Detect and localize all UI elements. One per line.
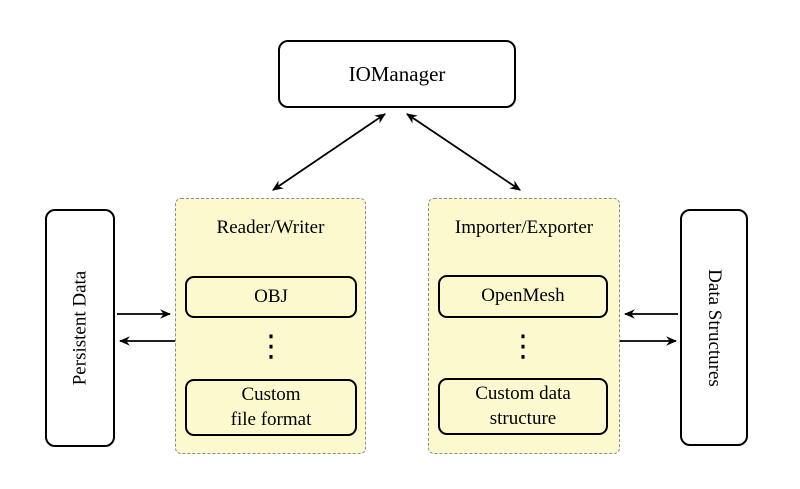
reader-writer-title: Reader/Writer (216, 217, 325, 238)
iomanager-node: IOManager (278, 40, 516, 108)
data-structures-node: Data Structures (680, 209, 748, 446)
custom-file-format-node: Custom file format (185, 379, 357, 436)
persistent-data-label: Persistent Data (69, 270, 91, 386)
importer-exporter-title: Importer/Exporter (454, 217, 594, 238)
persistent-data-node: Persistent Data (45, 209, 115, 447)
openmesh-node: OpenMesh (438, 275, 608, 318)
custom-file-format-label: Custom file format (230, 384, 312, 430)
reader-writer-ellipsis: ⋮ (256, 329, 286, 364)
custom-data-structure-node: Custom data structure (438, 378, 608, 435)
importer-exporter-ellipsis: ⋮ (508, 329, 538, 364)
arrow-iomanager-importerexporter (406, 113, 521, 191)
arrow-iomanager-readerwriter (272, 113, 386, 191)
data-structures-label: Data Structures (704, 268, 725, 387)
openmesh-label: OpenMesh (481, 285, 565, 307)
obj-label: OBJ (254, 285, 288, 307)
custom-data-structure-label: Custom data structure (475, 383, 571, 429)
obj-node: OBJ (185, 276, 357, 318)
iomanager-label: IOManager (348, 61, 446, 86)
